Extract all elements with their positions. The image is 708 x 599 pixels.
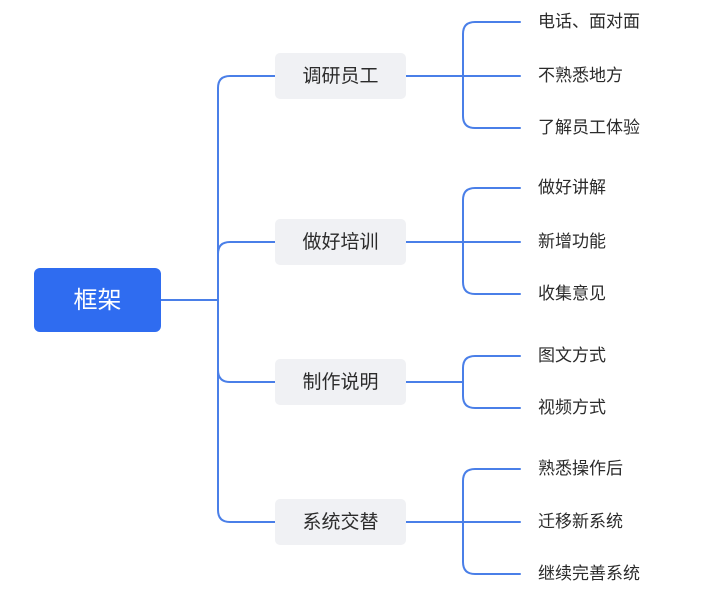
branch-label: 做好培训 <box>302 231 378 253</box>
leaf-node[interactable]: 电话、面对面 <box>538 12 640 32</box>
leaf-node[interactable]: 做好讲解 <box>538 178 606 198</box>
branch-node-instructions[interactable]: 制作说明 <box>275 359 406 405</box>
leaf-node[interactable]: 继续完善系统 <box>538 564 640 584</box>
leaf-node[interactable]: 收集意见 <box>538 284 606 304</box>
branch-node-training[interactable]: 做好培训 <box>275 219 406 265</box>
leaf-node[interactable]: 了解员工体验 <box>538 118 640 138</box>
branch-node-box <box>275 499 406 545</box>
branch-4-to-leaf-1 <box>462 468 521 523</box>
root-node-box <box>34 268 161 332</box>
branch-2-to-leaf-1 <box>462 187 521 243</box>
trunk-to-branch-2 <box>217 241 277 301</box>
branch-label: 系统交替 <box>302 511 378 533</box>
trunk-to-branch-1 <box>217 75 277 301</box>
branch-node-box <box>275 219 406 265</box>
root-node[interactable]: 框架 <box>34 268 161 332</box>
branch-label: 制作说明 <box>302 371 378 393</box>
branch-1-to-leaf-1 <box>462 21 521 77</box>
branch-2-to-leaf-3 <box>462 241 521 295</box>
branch-node-system-switch[interactable]: 系统交替 <box>275 499 406 545</box>
branch-3-to-leaf-2 <box>462 381 521 409</box>
trunk-to-branch-4 <box>217 299 277 523</box>
leaf-node[interactable]: 新增功能 <box>538 232 606 252</box>
branch-label: 调研员工 <box>302 65 378 87</box>
trunk-to-branch-3 <box>217 299 277 383</box>
branch-1-to-leaf-3 <box>462 75 521 129</box>
leaf-node[interactable]: 迁移新系统 <box>538 512 623 532</box>
root-node-label: 框架 <box>74 286 122 314</box>
leaf-node[interactable]: 图文方式 <box>538 346 606 366</box>
leaf-node[interactable]: 视频方式 <box>538 398 606 418</box>
leaf-node[interactable]: 不熟悉地方 <box>538 65 623 86</box>
leaf-node[interactable]: 熟悉操作后 <box>538 458 623 479</box>
branch-3-to-leaf-1 <box>462 355 521 383</box>
branch-node-research[interactable]: 调研员工 <box>275 53 406 99</box>
branch-4-to-leaf-3 <box>462 521 521 575</box>
branch-node-box <box>275 359 406 405</box>
branch-node-box <box>275 53 406 99</box>
